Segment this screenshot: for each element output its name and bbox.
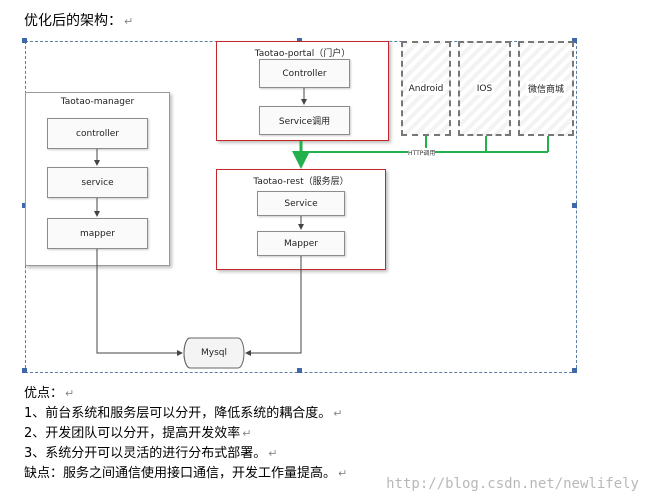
pros-line-3: 3、系统分开可以灵活的进行分布式部署。↵ xyxy=(24,444,347,464)
http-call-label: HTTP调用 xyxy=(408,148,436,157)
pros-item-2: 2、开发团队可以分开，提高开发效率 xyxy=(24,426,241,441)
page-heading: 优化后的架构：↵ xyxy=(24,10,133,30)
pros-item-1: 1、前台系统和服务层可以分开，降低系统的耦合度。 xyxy=(24,406,332,421)
manager-mapper-node: mapper xyxy=(47,218,148,249)
portal-controller-node: Controller xyxy=(259,59,350,88)
manager-controller-node: controller xyxy=(47,118,148,149)
resize-handle-bottom-right[interactable] xyxy=(572,368,577,373)
pros-item-3: 3、系统分开可以灵活的进行分布式部署。 xyxy=(24,446,267,461)
rest-title: Taotao-rest（服务层） xyxy=(253,177,349,187)
resize-handle-middle-right[interactable] xyxy=(572,203,577,208)
heading-text: 优化后的架构： xyxy=(24,13,122,29)
cons-line: 缺点：服务之间通信使用接口通信，开发工作量提高。↵ xyxy=(24,464,347,484)
portal-title: Taotao-portal（门户） xyxy=(254,49,351,59)
rest-mapper-node: Mapper xyxy=(257,231,345,256)
paragraph-mark: ↵ xyxy=(333,407,343,420)
manager-service-node: service xyxy=(47,167,148,198)
paragraph-mark: ↵ xyxy=(124,15,134,28)
client-android-label: Android xyxy=(406,82,446,95)
paragraph-mark: ↵ xyxy=(268,447,278,460)
client-ios: IOS xyxy=(458,41,511,136)
paragraph-mark: ↵ xyxy=(242,427,252,440)
paragraph-mark: ↵ xyxy=(338,467,348,480)
pros-title: 优点： xyxy=(24,386,64,401)
pros-line-2: 2、开发团队可以分开，提高开发效率↵ xyxy=(24,424,347,444)
cons-text: 缺点：服务之间通信使用接口通信，开发工作量提高。 xyxy=(24,466,337,481)
client-wechat-mall-label: 微信商城 xyxy=(525,81,566,96)
resize-handle-bottom-center[interactable] xyxy=(297,368,302,373)
client-ios-label: IOS xyxy=(474,82,495,95)
pros-title-line: 优点：↵ xyxy=(24,384,347,404)
client-android: Android xyxy=(401,41,451,136)
description-text: 优点：↵ 1、前台系统和服务层可以分开，降低系统的耦合度。↵ 2、开发团队可以分… xyxy=(24,384,347,484)
watermark-url: http://blog.csdn.net/newlifely xyxy=(386,476,639,492)
resize-handle-bottom-left[interactable] xyxy=(22,368,27,373)
resize-handle-top-center[interactable] xyxy=(297,38,302,43)
resize-handle-middle-left[interactable] xyxy=(22,203,27,208)
resize-handle-top-right[interactable] xyxy=(572,38,577,43)
mysql-label: Mysql xyxy=(201,348,227,358)
pros-line-1: 1、前台系统和服务层可以分开，降低系统的耦合度。↵ xyxy=(24,404,347,424)
paragraph-mark: ↵ xyxy=(65,387,75,400)
manager-title: Taotao-manager xyxy=(60,97,135,107)
portal-service-node: Service调用 xyxy=(259,106,350,135)
rest-service-node: Service xyxy=(257,191,345,216)
resize-handle-top-left[interactable] xyxy=(22,38,27,43)
client-wechat-mall: 微信商城 xyxy=(518,41,574,136)
